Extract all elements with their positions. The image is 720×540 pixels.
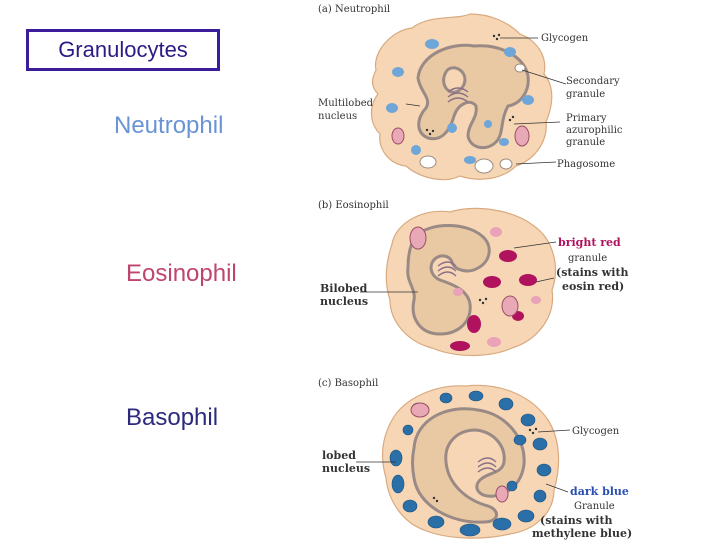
neutrophil-golgi: [447, 87, 469, 103]
neutrophil-leaders: [405, 37, 567, 165]
eosinophil-label-bilobed-2: nucleus: [320, 295, 368, 308]
eosinophil-label-stains-2: eosin red): [562, 280, 624, 293]
eosinophil-label-bilobed-1: Bilobed: [320, 282, 368, 295]
eosinophil-leaders: [360, 241, 557, 293]
basophil-label-glycogen: Glycogen: [572, 426, 620, 437]
basophil-golgi: [477, 457, 497, 473]
basophil-mitochondria: [410, 402, 509, 503]
eosinophil-label-bright-red: bright red: [558, 236, 621, 249]
eosinophil-nucleus: [406, 224, 491, 336]
neutrophil-label-secondary-1: Secondary: [566, 76, 620, 87]
neutrophil-label-secondary-2: granule: [566, 89, 605, 100]
neutrophil-label-multilobed-1: Multilobed: [318, 98, 374, 109]
eosinophil-side-label: Eosinophil: [126, 260, 237, 287]
eosinophil-golgi: [437, 261, 457, 277]
neutrophil-label-primary-2: azurophilic: [566, 125, 623, 136]
basophil-label-lobed-1: lobed: [322, 449, 356, 462]
basophil-label-stains-1: (stains with: [540, 514, 613, 527]
eosinophil-red-granules: [450, 250, 537, 351]
eosinophil-glycogen: [478, 297, 488, 305]
basophil-leaders: [356, 429, 571, 493]
neutrophil-label-phagosome: Phagosome: [557, 159, 615, 170]
neutrophil-mitochondria: [391, 125, 530, 147]
neutrophil-label-glycogen: Glycogen: [541, 33, 589, 44]
neutrophil-glycogen: [425, 33, 515, 136]
neutrophil-label-primary-1: Primary: [566, 113, 607, 124]
basophil-label-dark-blue: dark blue: [570, 485, 629, 498]
neutrophil-label-multilobed-2: nucleus: [318, 111, 357, 122]
basophil-blue-granules: [389, 390, 552, 537]
neutrophil-side-label: Neutrophil: [114, 112, 224, 139]
eosinophil-caption: (b) Eosinophil: [318, 200, 389, 211]
neutrophil-azure-granules: [386, 39, 534, 164]
neutrophil-figure: (a) Neutrophil: [318, 4, 623, 181]
title-box: Granulocytes: [26, 29, 220, 71]
neutrophil-phagosomes: [419, 63, 526, 174]
neutrophil-label-primary-3: granule: [566, 137, 605, 148]
eosinophil-label-stains-1: (stains with: [556, 266, 629, 279]
neutrophil-caption: (a) Neutrophil: [318, 4, 390, 15]
basophil-side-label: Basophil: [126, 404, 219, 431]
eosinophil-pink-granules: [453, 227, 541, 347]
basophil-label-stains-2: methylene blue): [532, 527, 632, 540]
basophil-glycogen: [432, 427, 538, 503]
basophil-caption: (c) Basophil: [318, 378, 378, 389]
page-title: Granulocytes: [58, 37, 188, 62]
eosinophil-mitochondria: [409, 226, 519, 317]
basophil-figure: (c) Basophil Glycogen: [318, 378, 632, 540]
basophil-label-lobed-2: nucleus: [322, 462, 370, 475]
basophil-label-granule: Granule: [574, 501, 615, 512]
eosinophil-label-granule: granule: [568, 253, 607, 264]
eosinophil-figure: (b) Eosinophil bright red granule (stain…: [318, 200, 629, 357]
